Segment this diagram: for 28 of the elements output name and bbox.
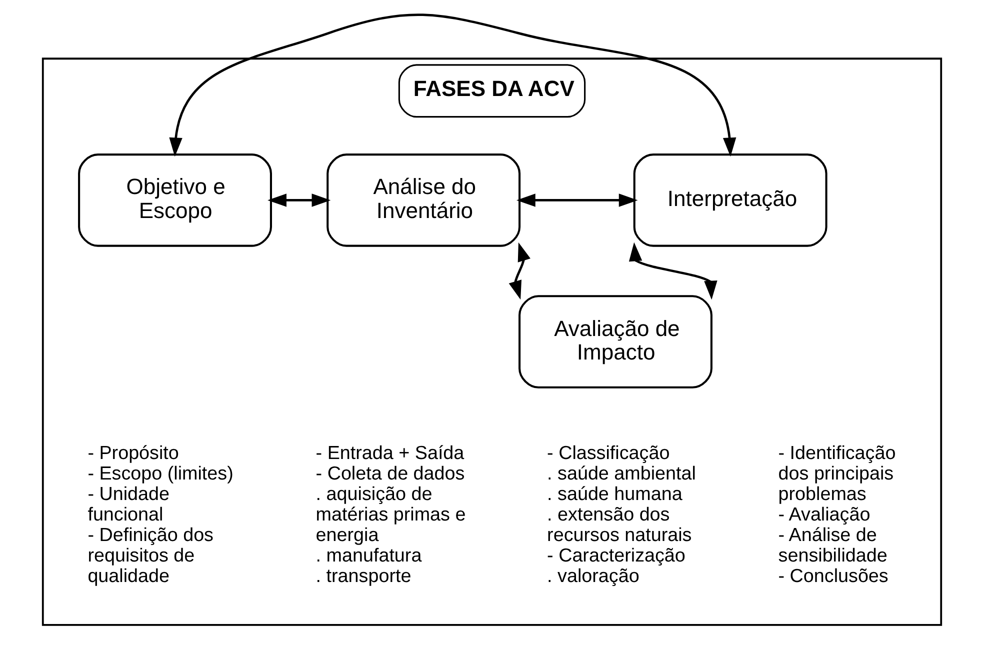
node-label: - Avaliação [778,503,870,524]
node-label: . manufatura [315,544,422,566]
node-label: - Coleta de dados [315,462,464,484]
node-label: . transporte [315,564,411,586]
node-label: - Propósito [87,442,178,464]
node-label: - Caracterização [546,544,685,566]
arrow [508,242,530,300]
node-label: . saúde humana [546,483,682,504]
node-label: . saúde ambiental [546,462,696,484]
arrow [628,242,717,300]
node-label: - Análise de sensibilidade [778,524,887,566]
arrow [267,194,330,207]
node-label: . extensão dos recursos naturais [546,503,692,545]
node-label: - Unidade funcional [87,483,169,524]
arrow [168,14,736,157]
node-box: Avaliação de Impacto [518,295,712,388]
node-label: - Escopo (limites) [87,462,233,484]
node-label: - Identificação dos principais problemas [778,442,896,504]
node-label: - Definição dos requisitos de qualidade [87,524,214,586]
node-box: Análise do Inventário [326,154,520,247]
node-box: Interpretação [632,154,827,247]
node-label: . aquisição de matérias primas e energia [315,483,466,545]
node-label: - Conclusões [778,564,888,586]
node-label: - Classificação [546,442,670,464]
arrow [516,194,638,207]
node-label: . valoração [546,564,639,586]
node-box: Objetivo e Escopo [78,154,272,247]
node-label: - Entrada + Saída [315,442,464,464]
